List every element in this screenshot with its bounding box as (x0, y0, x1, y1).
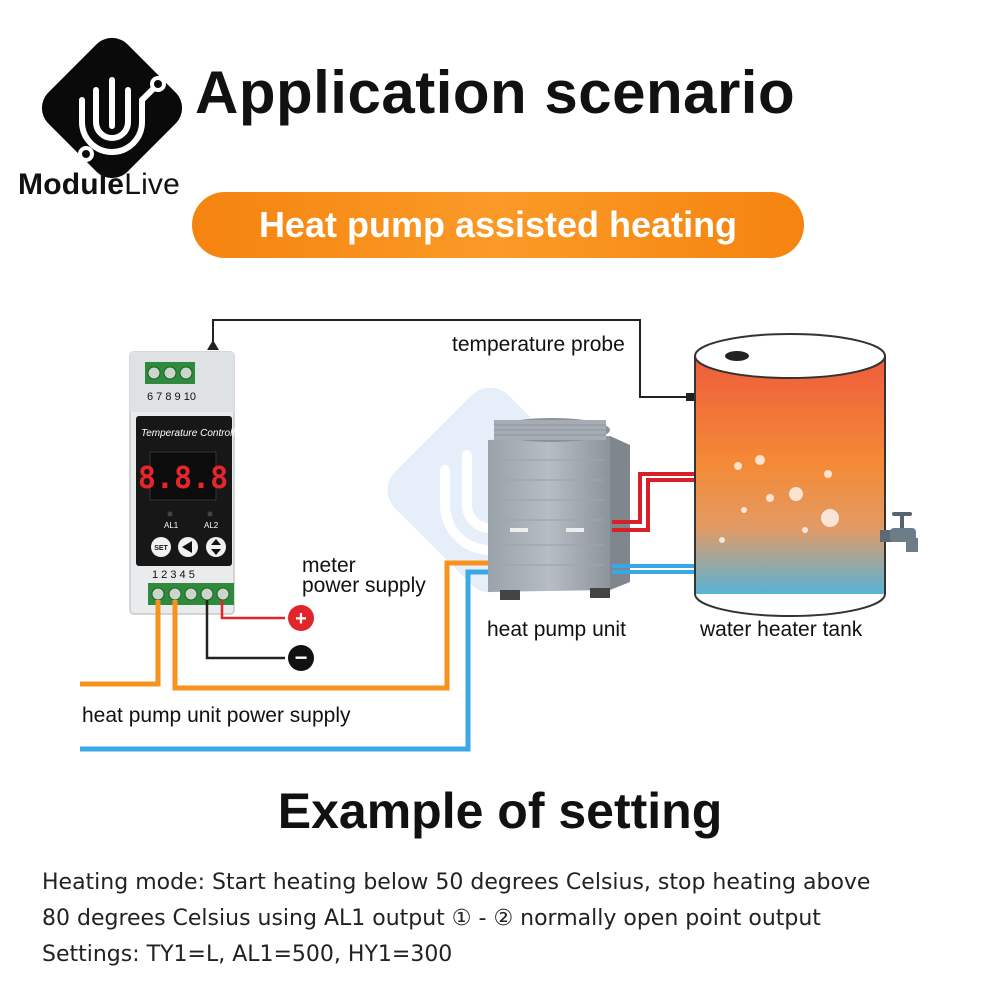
label-temperature-probe: temperature probe (452, 333, 625, 356)
label-meter: meter (302, 554, 356, 577)
hot-pipe-2 (612, 478, 700, 532)
controller-title: Temperature Controller (141, 428, 244, 439)
banner-text: Heat pump assisted heating (258, 204, 738, 245)
hot-pipe (612, 472, 700, 524)
blue-wire (80, 569, 490, 752)
brand-name: ModuleLive (18, 168, 181, 201)
modulelive-logo (41, 37, 183, 179)
controller-al1-label: AL1 (164, 521, 179, 530)
banner-pill (192, 192, 804, 258)
description-line-3: Settings: TY1=L, AL1=500, HY1=300 (42, 942, 453, 967)
top-terminal-numbers: 6 7 8 9 10 (147, 391, 196, 403)
black-wire-meter (205, 600, 285, 660)
controller-set-label: SET (154, 545, 168, 552)
plus-sign: + (295, 608, 307, 630)
page-title: Application scenario (195, 59, 796, 126)
water-heater-tank (694, 333, 918, 617)
label-heat-pump-power-supply: heat pump unit power supply (82, 704, 351, 727)
probe-arrow (207, 340, 219, 350)
orange-wire-2 (172, 560, 490, 691)
orange-wire-1 (80, 600, 161, 687)
probe-wire (212, 319, 702, 398)
controller-display: 8.8.8 (138, 461, 228, 496)
description-line-1: Heating mode: Start heating below 50 deg… (42, 870, 871, 895)
bottom-terminal-numbers: 1 2 3 4 5 (152, 569, 195, 581)
minus-sign: − (295, 645, 308, 670)
description-line-2: 80 degrees Celsius using AL1 output ① - … (42, 906, 821, 931)
temperature-controller: 6 7 8 9 10 Temperature Controller 8.8.8 … (129, 351, 244, 615)
controller-al2-label: AL2 (204, 521, 219, 530)
plus-terminal-icon (288, 605, 314, 631)
label-power-supply: power supply (302, 574, 426, 597)
label-water-heater-tank: water heater tank (700, 618, 863, 641)
red-wire-meter (220, 600, 285, 620)
faucet-icon (880, 512, 918, 552)
example-title: Example of setting (277, 783, 723, 839)
minus-terminal-icon (288, 645, 314, 671)
wiring-diagram: 6 7 8 9 10 Temperature Controller 8.8.8 … (80, 319, 918, 752)
label-heat-pump-unit: heat pump unit (487, 618, 626, 641)
heat-pump-unit (488, 418, 630, 600)
